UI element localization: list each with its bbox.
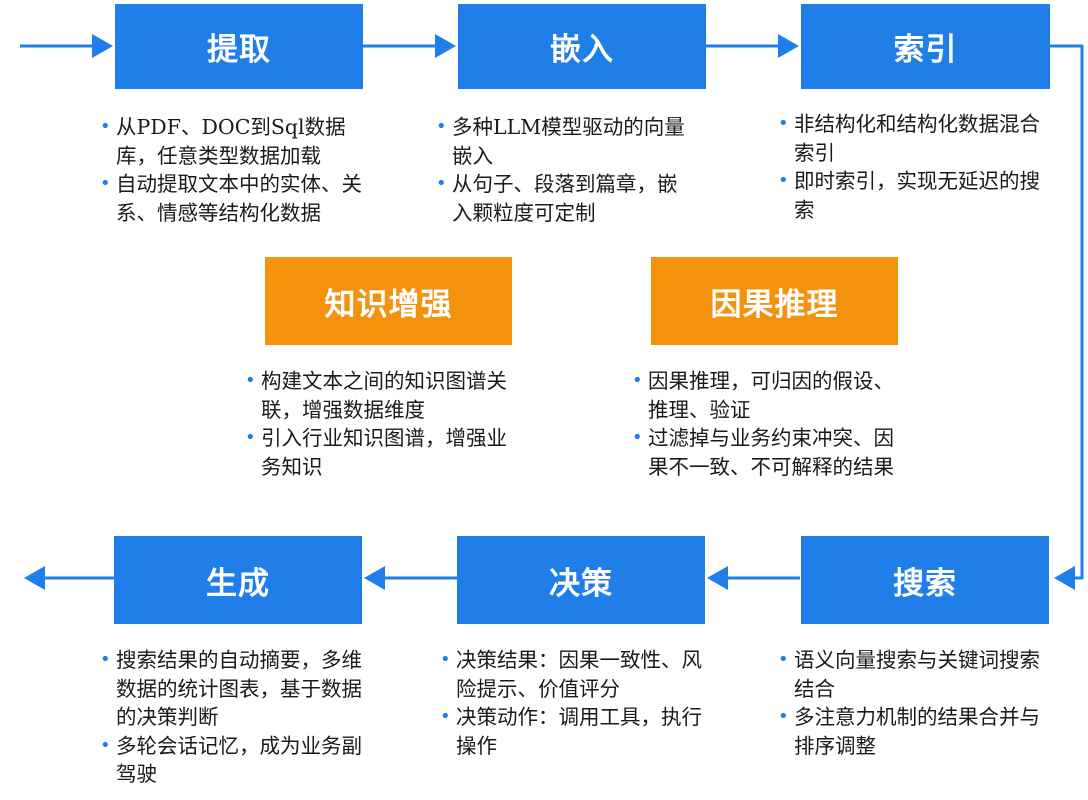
- list-item: 决策结果：因果一致性、风险提示、价值评分: [440, 646, 705, 703]
- step-causal-title: 因果推理: [710, 286, 839, 323]
- step-decide-bullets: 决策结果：因果一致性、风险提示、价值评分 决策动作：调用工具，执行操作: [440, 646, 705, 760]
- step-search-title: 搜索: [893, 565, 957, 602]
- step-embed-box: 嵌入: [458, 4, 706, 89]
- list-item: 非结构化和结构化数据混合索引: [778, 110, 1040, 167]
- list-item: 语义向量搜索与关键词搜索结合: [778, 646, 1040, 703]
- step-search-bullets: 语义向量搜索与关键词搜索结合 多注意力机制的结果合并与排序调整: [778, 646, 1040, 760]
- step-knowledge-bullets: 构建文本之间的知识图谱关联，增强数据维度 引入行业知识图谱，增强业务知识: [245, 367, 510, 481]
- step-decide-box: 决策: [457, 536, 705, 624]
- step-search-box: 搜索: [801, 536, 1049, 624]
- step-knowledge-box: 知识增强: [265, 257, 512, 345]
- step-generate-box: 生成: [114, 536, 362, 624]
- step-extract-title: 提取: [207, 32, 271, 68]
- step-decide-title: 决策: [549, 565, 613, 602]
- list-item: 即时索引，实现无延迟的搜索: [778, 167, 1040, 224]
- step-causal-box: 因果推理: [651, 257, 898, 345]
- list-item: 引入行业知识图谱，增强业务知识: [245, 424, 510, 481]
- list-item: 决策动作：调用工具，执行操作: [440, 703, 705, 760]
- list-item: 多注意力机制的结果合并与排序调整: [778, 703, 1040, 760]
- step-generate-bullets: 搜索结果的自动摘要，多维数据的统计图表，基于数据的决策判断 多轮会话记忆，成为业…: [100, 646, 365, 789]
- arrow-index-search: [1050, 44, 1084, 590]
- list-item: 因果推理，可归因的假设、推理、验证: [632, 367, 897, 424]
- list-item: 构建文本之间的知识图谱关联，增强数据维度: [245, 367, 510, 424]
- list-item: 多种LLM模型驱动的向量嵌入: [436, 113, 686, 170]
- step-embed-bullets: 多种LLM模型驱动的向量嵌入 从句子、段落到篇章，嵌入颗粒度可定制: [436, 113, 686, 227]
- step-index-bullets: 非结构化和结构化数据混合索引 即时索引，实现无延迟的搜索: [778, 110, 1040, 224]
- step-embed-title: 嵌入: [550, 32, 614, 68]
- step-index-title: 索引: [893, 32, 958, 68]
- step-index-box: 索引: [801, 4, 1050, 89]
- list-item: 搜索结果的自动摘要，多维数据的统计图表，基于数据的决策判断: [100, 646, 365, 732]
- step-knowledge-title: 知识增强: [324, 286, 453, 323]
- list-item: 多轮会话记忆，成为业务副驾驶: [100, 732, 365, 789]
- step-causal-bullets: 因果推理，可归因的假设、推理、验证 过滤掉与业务约束冲突、因果不一致、不可解释的…: [632, 367, 897, 481]
- list-item: 自动提取文本中的实体、关系、情感等结构化数据: [100, 170, 365, 227]
- list-item: 从PDF、DOC到Sql数据库，任意类型数据加载: [100, 113, 365, 170]
- list-item: 过滤掉与业务约束冲突、因果不一致、不可解释的结果: [632, 424, 897, 481]
- step-generate-title: 生成: [206, 565, 270, 602]
- step-extract-box: 提取: [115, 4, 363, 89]
- list-item: 从句子、段落到篇章，嵌入颗粒度可定制: [436, 170, 686, 227]
- step-extract-bullets: 从PDF、DOC到Sql数据库，任意类型数据加载 自动提取文本中的实体、关系、情…: [100, 113, 365, 227]
